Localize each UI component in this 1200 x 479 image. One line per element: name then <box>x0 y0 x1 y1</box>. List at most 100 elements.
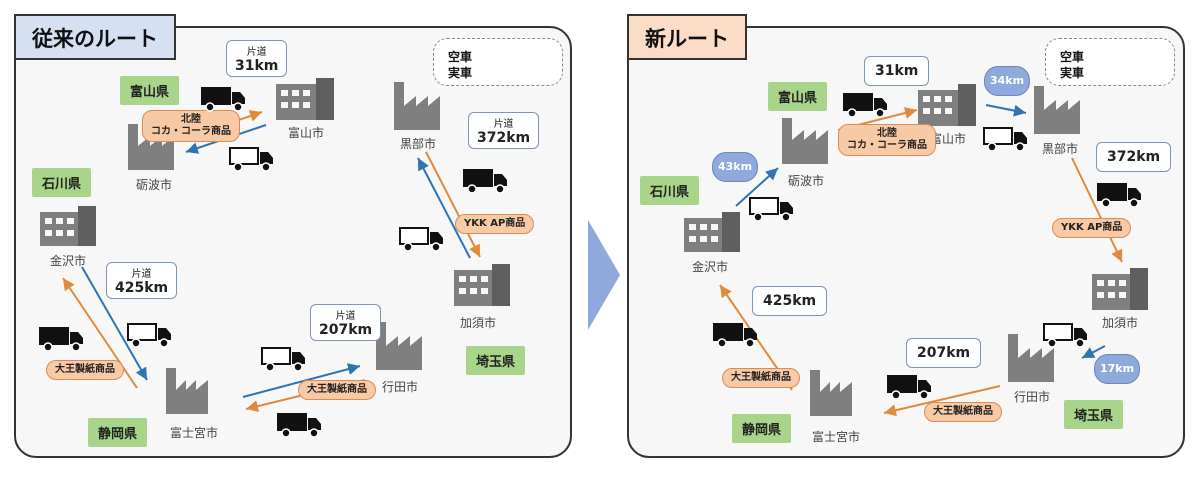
distance-bubble: 片道 207km <box>310 304 382 341</box>
factory-icon <box>1008 334 1054 382</box>
city-label-gyoda: 行田市 <box>1013 390 1050 404</box>
distance-bubble: 31km <box>864 56 930 86</box>
cargo-label-cocacola: 北陸 コカ・コーラ商品 <box>142 110 240 142</box>
factory-icon <box>782 118 828 164</box>
office-building-icon <box>1092 268 1148 310</box>
office-building-icon <box>454 264 510 306</box>
empty-distance-bubble: 17km <box>1094 354 1140 384</box>
legend-empty-label: 空車 <box>448 50 473 64</box>
prefecture-label-shizuoka: 静岡県 <box>88 418 148 447</box>
oneway-label: 片道 <box>493 119 514 130</box>
factory-icon <box>394 82 440 130</box>
distance-value: 372km <box>477 130 531 146</box>
old-route-title: 従来のルート <box>14 14 176 60</box>
empty-truck-icon <box>261 347 305 372</box>
transition-arrow-icon <box>588 220 620 330</box>
city-label-tonami: 砺波市 <box>787 174 824 188</box>
prefecture-label-toyama: 富山県 <box>768 82 828 111</box>
empty-truck-icon <box>1043 323 1087 348</box>
cargo-label-daio: 大王製紙商品 <box>924 402 1002 422</box>
route-kanazawa-tonami-empty <box>735 167 779 207</box>
empty-truck-icon <box>749 197 793 222</box>
cargo-label-daio: 大王製紙商品 <box>298 380 376 400</box>
distance-value: 425km <box>115 280 169 296</box>
legend-loaded-label: 実車 <box>448 66 473 80</box>
empty-truck-icon <box>399 227 443 252</box>
prefecture-label-toyama: 富山県 <box>120 76 180 105</box>
distance-bubble: 片道 372km <box>468 112 540 149</box>
empty-distance-bubble: 43km <box>712 152 758 182</box>
city-label-kurobe: 黒部市 <box>1041 142 1078 156</box>
city-label-toyama: 富山市 <box>287 126 324 140</box>
empty-truck-icon <box>229 147 273 172</box>
prefecture-label-ishikawa: 石川県 <box>32 168 92 197</box>
new-route-title: 新ルート <box>627 14 747 60</box>
route-kazo-kurobe-empty <box>417 157 471 259</box>
oneway-label: 片道 <box>246 47 267 58</box>
empty-truck-icon <box>127 323 171 348</box>
distance-value: 31km <box>235 58 279 74</box>
cargo-line-2: コカ・コーラ商品 <box>847 140 927 151</box>
oneway-label: 片道 <box>131 269 152 280</box>
route-gyoda-fuji-loaded <box>883 385 1001 417</box>
city-label-gyoda: 行田市 <box>381 380 418 394</box>
city-label-toyama: 富山市 <box>929 132 966 146</box>
empty-truck-icon <box>983 127 1027 152</box>
city-label-kanazawa: 金沢市 <box>691 260 728 274</box>
city-label-fuji: 富士宮市 <box>169 426 218 440</box>
factory-icon <box>166 368 208 414</box>
loaded-truck-icon <box>887 375 931 400</box>
city-label-kurobe: 黒部市 <box>399 137 436 151</box>
distance-value: 207km <box>319 322 373 338</box>
loaded-truck-icon <box>843 93 887 118</box>
route-kurobe-kazo-loaded <box>1071 157 1123 263</box>
office-building-icon <box>40 206 96 246</box>
factory-icon <box>1034 86 1080 134</box>
cargo-line-2: コカ・コーラ商品 <box>151 126 231 137</box>
loaded-truck-icon <box>39 327 83 352</box>
cargo-label-ykk: YKK AP商品 <box>1052 218 1132 238</box>
factory-icon <box>128 124 174 170</box>
legend-loaded-label: 実車 <box>1060 66 1085 80</box>
prefecture-label-shizuoka: 静岡県 <box>732 414 792 443</box>
legend-empty-label: 空車 <box>1060 50 1085 64</box>
oneway-label: 片道 <box>335 311 356 322</box>
cargo-label-daio: 大王製紙商品 <box>46 360 124 380</box>
empty-distance-bubble: 34km <box>984 66 1030 96</box>
loaded-truck-icon <box>1097 183 1141 208</box>
legend: 空車 実車 <box>1045 38 1175 86</box>
factory-icon <box>376 322 422 370</box>
route-kanazawa-fuji-empty <box>81 266 148 381</box>
cargo-label-daio: 大王製紙商品 <box>722 368 800 388</box>
factory-icon <box>810 370 852 416</box>
office-building-icon <box>684 212 740 252</box>
loaded-truck-icon <box>713 323 757 348</box>
loaded-truck-icon <box>463 169 507 194</box>
route-kurobe-kazo-loaded <box>425 151 481 258</box>
cargo-label-ykk: YKK AP商品 <box>455 214 535 234</box>
prefecture-label-saitama: 埼玉県 <box>1064 400 1124 429</box>
distance-bubble: 207km <box>906 338 982 368</box>
distance-bubble: 片道 425km <box>106 262 178 299</box>
loaded-truck-icon <box>201 87 245 112</box>
prefecture-label-ishikawa: 石川県 <box>640 176 700 205</box>
route-kazo-gyoda-empty <box>1081 345 1106 359</box>
cargo-line-1: 北陸 <box>181 114 201 125</box>
city-label-fuji: 富士宮市 <box>811 430 860 444</box>
loaded-truck-icon <box>277 413 321 438</box>
legend: 空車 実車 <box>433 38 563 86</box>
city-label-kazo: 加須市 <box>1101 316 1138 330</box>
office-building-icon <box>276 78 334 120</box>
distance-bubble: 425km <box>752 286 828 316</box>
cargo-label-cocacola: 北陸 コカ・コーラ商品 <box>838 124 936 156</box>
city-label-kanazawa: 金沢市 <box>49 254 86 268</box>
city-label-tonami: 砺波市 <box>135 178 172 192</box>
distance-bubble: 372km <box>1096 142 1172 172</box>
route-fuji-kanazawa-loaded <box>62 277 138 389</box>
route-toyama-kurobe-empty <box>985 104 1027 117</box>
cargo-line-1: 北陸 <box>877 128 897 139</box>
office-building-icon <box>918 84 976 126</box>
distance-bubble: 片道 31km <box>226 40 288 77</box>
prefecture-label-saitama: 埼玉県 <box>466 346 526 375</box>
city-label-kazo: 加須市 <box>459 316 496 330</box>
